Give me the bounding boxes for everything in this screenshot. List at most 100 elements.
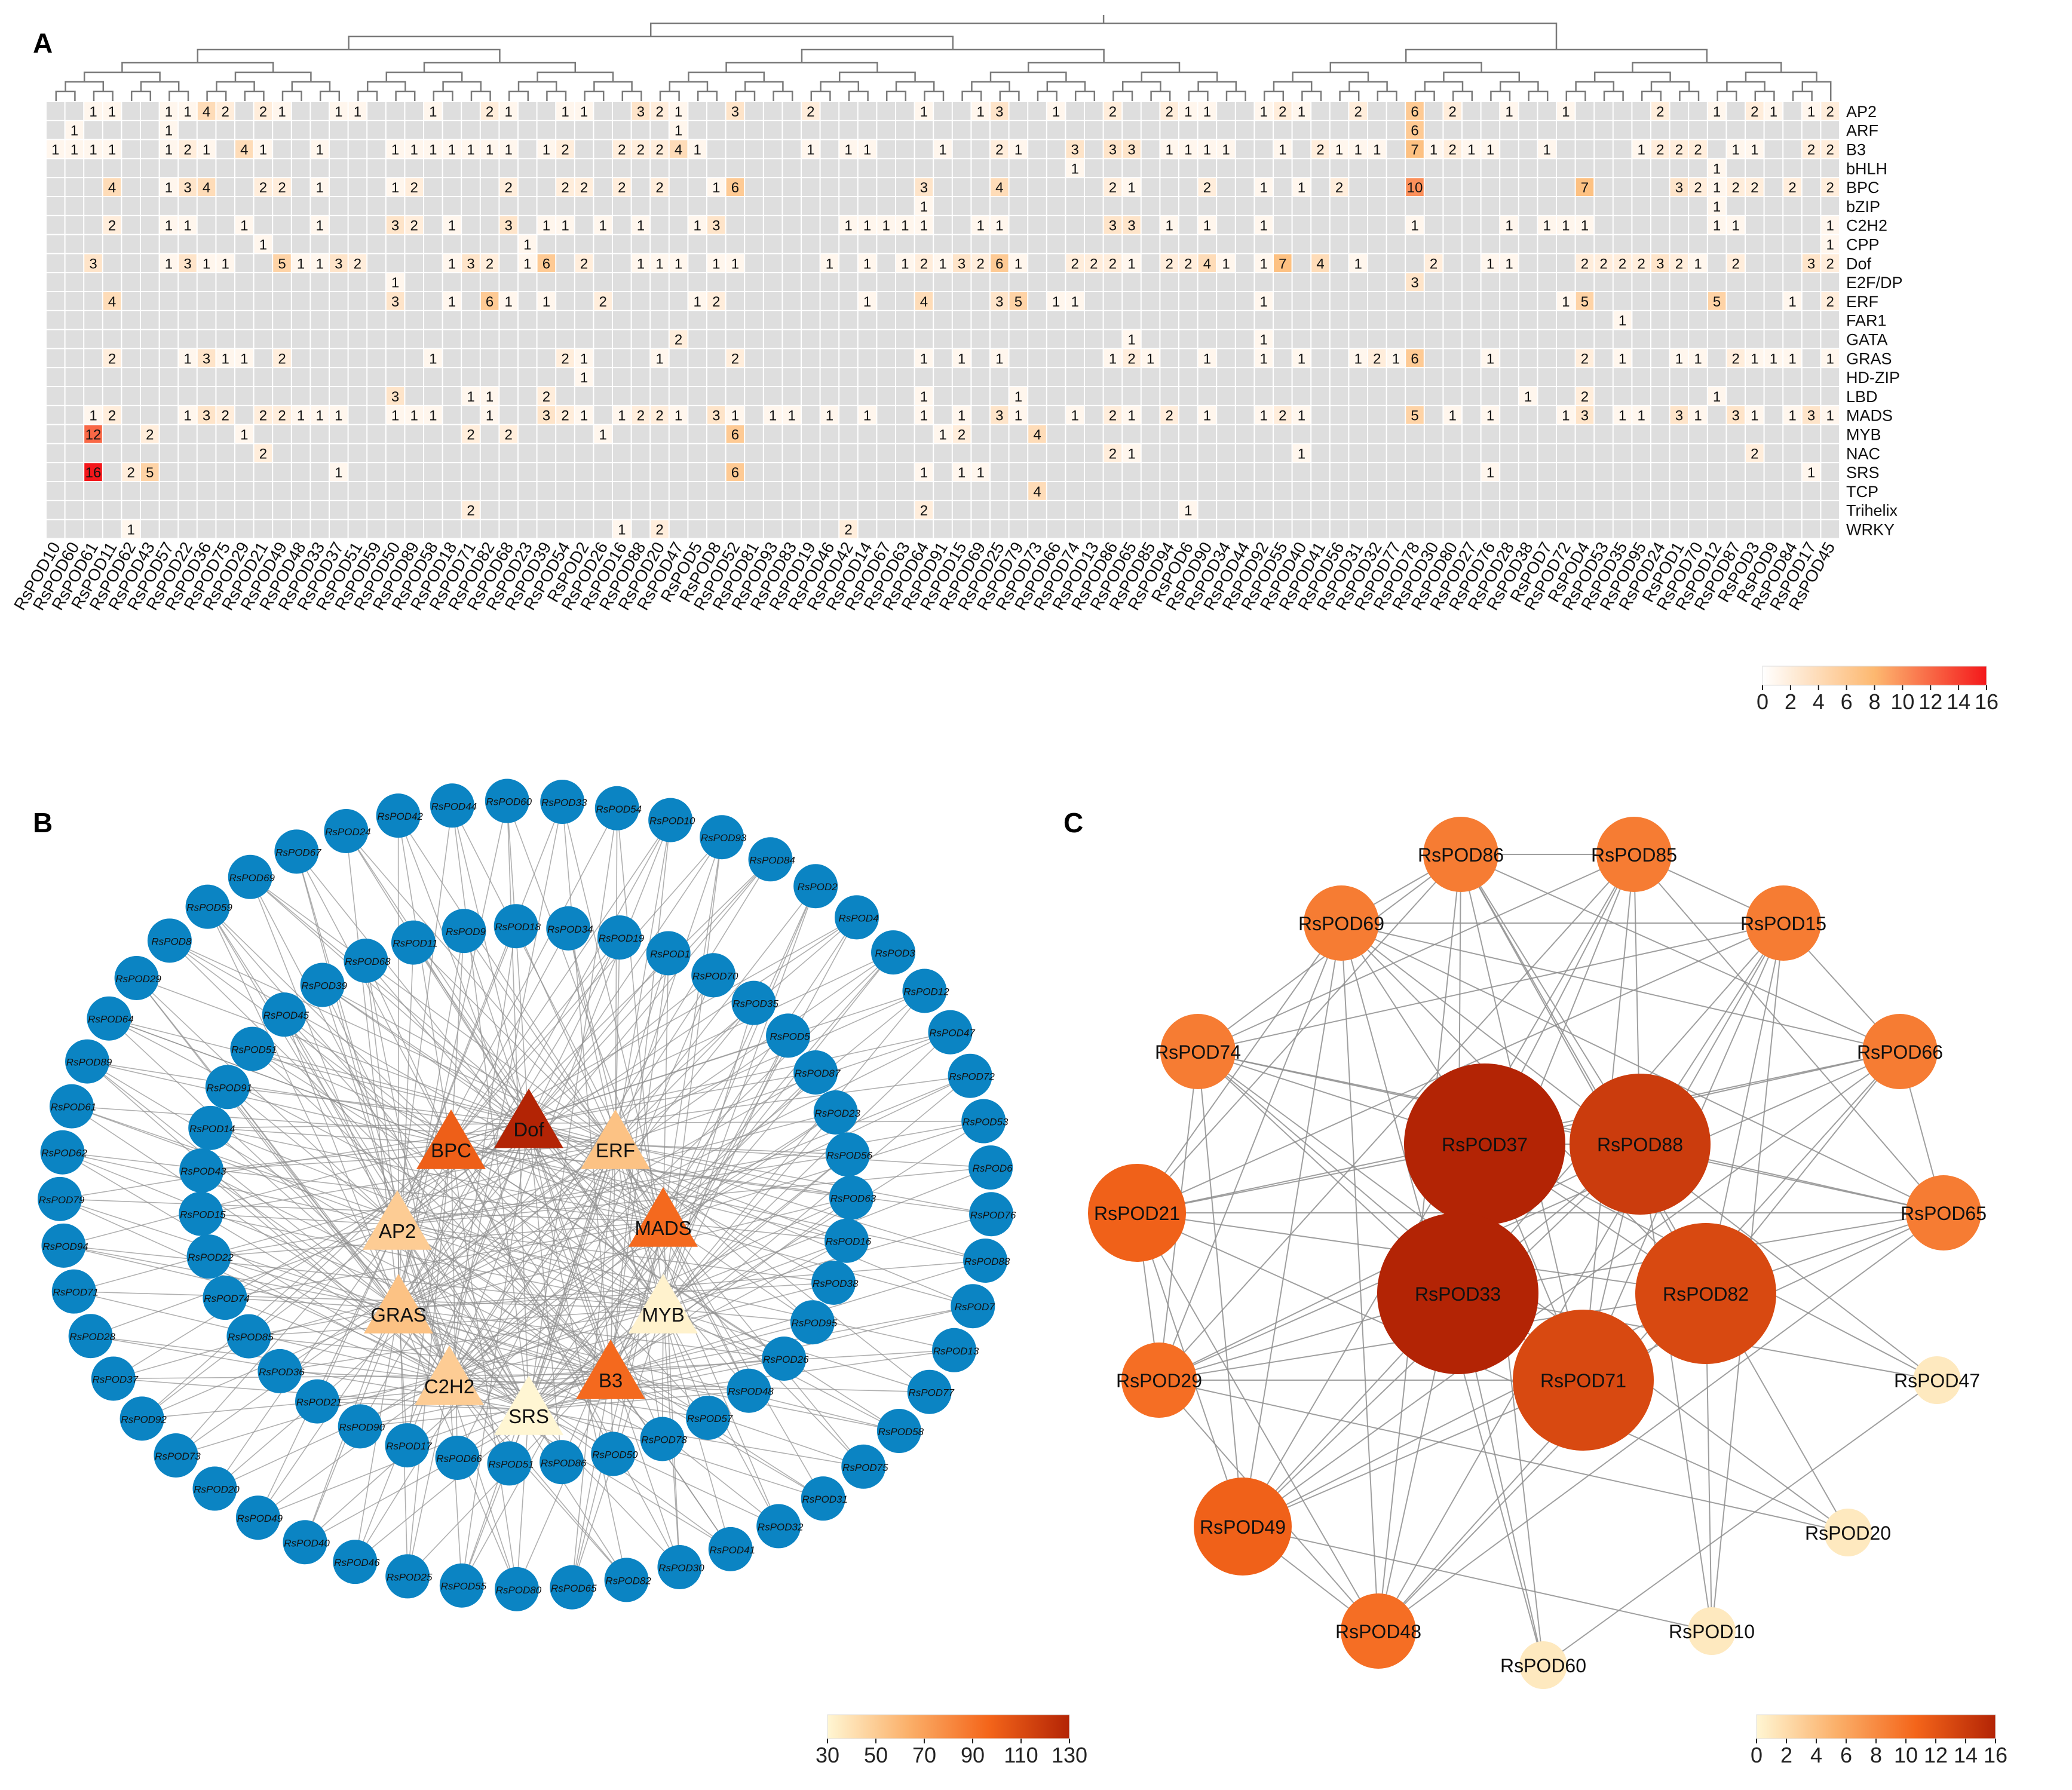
legend-tick-label: 14 <box>1954 1743 1978 1767</box>
tf-label: GRAS <box>370 1304 427 1326</box>
heatmap-cell <box>235 406 253 424</box>
heatmap-cell <box>1311 387 1329 405</box>
heatmap-cell <box>556 501 574 519</box>
heatmap-cell <box>651 121 669 139</box>
target-gene-node: RsPOD6 <box>968 1145 1013 1190</box>
heatmap-cell <box>367 273 385 291</box>
heatmap-cell <box>1047 368 1065 386</box>
network-c-edge <box>1158 1380 1849 1533</box>
heatmap-cell <box>802 216 820 234</box>
heatmap-cell <box>613 482 631 500</box>
heatmap-cell <box>688 463 706 481</box>
heatmap-cell <box>84 102 102 120</box>
heatmap-cell <box>197 425 216 443</box>
target-gene-circle <box>435 1435 480 1480</box>
heatmap-cell <box>651 292 669 310</box>
heatmap-cell <box>669 368 688 386</box>
target-gene-circle <box>813 1090 858 1135</box>
heatmap-cell <box>820 349 839 367</box>
heatmap-cell <box>1783 406 1801 424</box>
target-gene-node: RsPOD53 <box>961 1099 1009 1144</box>
heatmap-cell <box>1557 482 1575 500</box>
target-gene-node: RsPOD84 <box>748 837 795 882</box>
network-b-edge <box>663 1154 848 1309</box>
heatmap-cell <box>1387 292 1405 310</box>
heatmap-cell <box>991 292 1009 310</box>
heatmap-cell-value: 1 <box>1505 218 1513 234</box>
heatmap-cell <box>1538 254 1556 272</box>
heatmap-cell <box>1708 330 1726 348</box>
heatmap-cell <box>1651 197 1669 215</box>
dendrogram-branch <box>1632 62 1782 72</box>
target-gene-label: RsPOD9 <box>446 926 486 937</box>
gene-node-label: RsPOD10 <box>1669 1621 1755 1642</box>
heatmap-cell <box>1085 197 1103 215</box>
dendrogram-branch <box>423 62 577 72</box>
heatmap-cell <box>1670 292 1688 310</box>
network-b-edge <box>250 876 529 1124</box>
heatmap-cell <box>896 444 914 462</box>
heatmap-cell-value: 2 <box>1656 142 1664 158</box>
heatmap-cell <box>1141 444 1160 462</box>
heatmap-cell <box>519 387 537 405</box>
heatmap-cell <box>1727 216 1745 234</box>
target-gene-label: RsPOD14 <box>189 1123 235 1135</box>
heatmap-cell <box>707 216 725 234</box>
heatmap-cell <box>1746 501 1764 519</box>
target-gene-label: RsPOD16 <box>826 1236 872 1248</box>
heatmap-cell-value: 2 <box>618 180 626 196</box>
target-gene-node: RsPOD20 <box>192 1466 240 1511</box>
heatmap-row-label: WRKY <box>1846 521 1895 539</box>
heatmap-cell <box>273 102 291 120</box>
heatmap-cell <box>915 102 933 120</box>
target-gene-node: RsPOD1 <box>646 931 691 976</box>
target-gene-circle <box>546 906 591 951</box>
heatmap-cell <box>764 387 782 405</box>
heatmap-cell <box>1783 520 1801 538</box>
heatmap-cell <box>103 444 121 462</box>
dendrogram-branch <box>1717 90 1737 101</box>
heatmap-cell <box>197 349 216 367</box>
heatmap-cell-value: 1 <box>1788 294 1796 310</box>
heatmap-cell <box>726 311 744 329</box>
heatmap-cell <box>971 216 989 234</box>
heatmap-cell <box>1198 311 1216 329</box>
network-b-edge <box>398 1308 900 1432</box>
dendrogram-branch <box>820 81 860 91</box>
heatmap-cell <box>1387 387 1405 405</box>
heatmap-cell <box>820 273 839 291</box>
heatmap-cell <box>1160 501 1178 519</box>
heatmap-cell <box>141 273 159 291</box>
heatmap-cell <box>1576 387 1594 405</box>
heatmap-cell <box>707 444 725 462</box>
heatmap-cell <box>726 216 744 234</box>
heatmap-cell <box>1047 330 1065 348</box>
heatmap-cell <box>1481 292 1500 310</box>
heatmap-cell <box>254 216 272 234</box>
heatmap-cell-value: 1 <box>1770 351 1777 367</box>
heatmap-cell <box>424 273 442 291</box>
heatmap-cell <box>839 254 857 272</box>
heatmap-cell-value: 2 <box>655 104 663 120</box>
heatmap-cell <box>726 387 744 405</box>
heatmap-cell <box>330 387 348 405</box>
heatmap-cell <box>1236 197 1254 215</box>
gene-node: RsPOD29 <box>1116 1342 1202 1418</box>
heatmap-cell <box>519 178 537 196</box>
heatmap-cell <box>1406 368 1424 386</box>
heatmap-cell <box>1179 444 1197 462</box>
heatmap-cell-value: 12 <box>85 427 102 443</box>
network-b-edge <box>663 1221 681 1568</box>
heatmap-cell <box>1009 235 1028 253</box>
target-gene-label: RsPOD59 <box>186 902 232 914</box>
heatmap-cell <box>594 463 612 481</box>
heatmap-cell <box>1783 463 1801 481</box>
network-b-edge <box>62 1151 664 1222</box>
heatmap-cell <box>1330 520 1348 538</box>
target-gene-label: RsPOD84 <box>749 854 795 866</box>
heatmap-cell <box>273 292 291 310</box>
heatmap-cell-value: 1 <box>618 522 626 538</box>
heatmap-cell <box>1746 387 1764 405</box>
dendrogram-branch <box>621 90 642 101</box>
heatmap-cell <box>934 349 952 367</box>
